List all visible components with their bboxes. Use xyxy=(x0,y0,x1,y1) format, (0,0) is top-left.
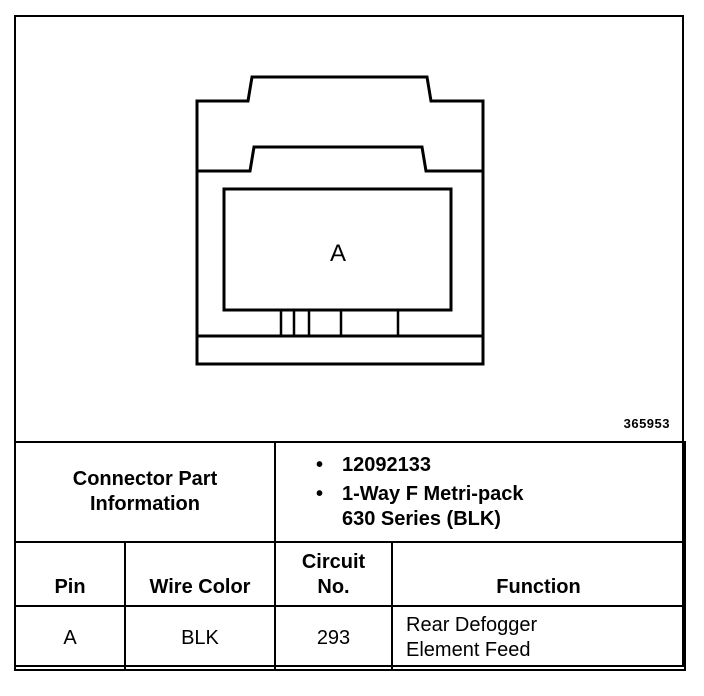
terminal-cavity xyxy=(222,187,453,312)
connector-diagram: A 365953 xyxy=(16,17,682,441)
row-circuit-no: 293 xyxy=(274,605,393,671)
table-header-row: Pin Wire Color Circuit No. Function xyxy=(14,541,686,607)
connector-part-info-label: Connector Part Information xyxy=(14,441,276,543)
connector-part-info-values: • 12092133 • 1-Way F Metri-pack 630 Seri… xyxy=(274,441,686,543)
part-number-item: • 12092133 xyxy=(316,453,431,476)
table-row: A BLK 293 Rear Defogger Element Feed xyxy=(14,605,686,671)
connector-info-table: Connector Part Information • 12092133 • … xyxy=(14,441,686,671)
row-wire-color: BLK xyxy=(124,605,276,671)
header-pin: Pin xyxy=(14,541,126,607)
header-wire-color: Wire Color xyxy=(124,541,276,607)
bullet-icon: • xyxy=(316,453,324,476)
connector-outer-body xyxy=(195,75,485,366)
row-function: Rear Defogger Element Feed xyxy=(391,605,686,671)
connector-face-drawing: A xyxy=(195,75,485,366)
figure-id: 365953 xyxy=(623,416,670,431)
connector-description-item: • 1-Way F Metri-pack 630 Series (BLK) xyxy=(316,482,524,530)
cavity-pin-label: A xyxy=(330,240,346,267)
bullet-icon: • xyxy=(316,482,324,505)
connector-inner-shoulder xyxy=(197,145,483,173)
connector-sheet: A 365953 Connector Part Information • 12… xyxy=(14,15,686,671)
row-pin: A xyxy=(14,605,126,671)
connector-part-info-row: Connector Part Information • 12092133 • … xyxy=(14,441,686,543)
header-function: Function xyxy=(391,541,686,607)
header-circuit-no: Circuit No. xyxy=(274,541,393,607)
